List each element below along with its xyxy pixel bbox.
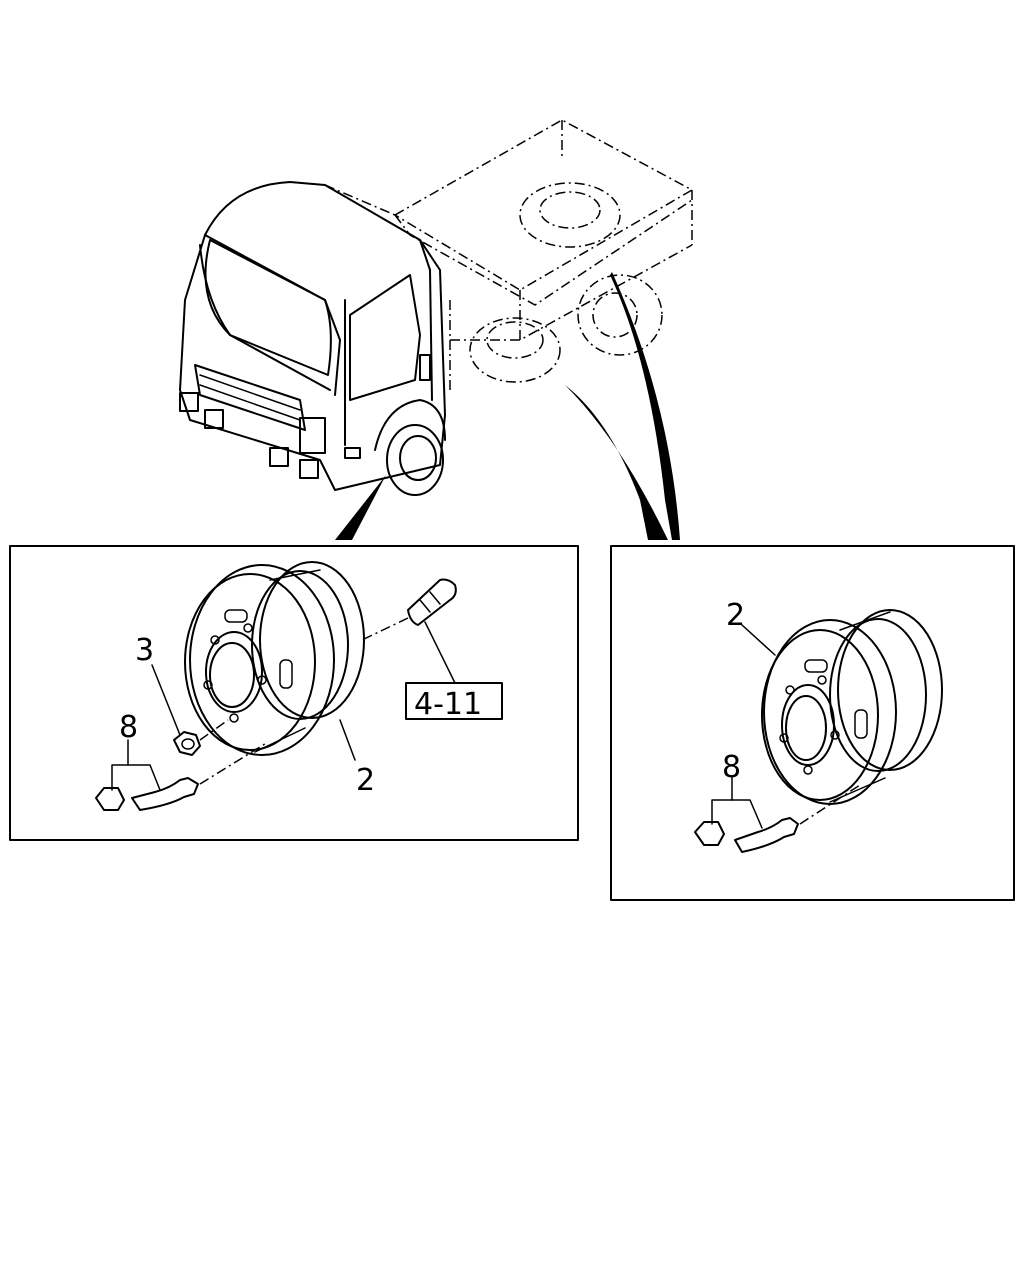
reference-box [405,682,503,720]
rear-wheel-rim [761,609,943,805]
rear-wheel-detail-box: 2 8 [610,545,1015,901]
pointer-arrows [335,272,680,540]
truck-cab [179,181,446,491]
wheel-nut [151,664,229,756]
callout-2: 2 [356,763,375,798]
front-wheel-rim [184,561,365,756]
callout-8-right: 8 [722,750,741,785]
front-wheel [374,399,446,496]
front-wheel-detail-box: 3 8 2 4-11 [9,545,579,841]
reference-4-11[interactable]: 4-11 [414,687,482,722]
callout-2-right: 2 [726,598,745,633]
spare-tire [519,182,621,248]
truck-illustration [179,119,694,540]
callout-3: 3 [135,633,154,668]
cargo-bed [324,119,694,390]
callout-8: 8 [119,710,138,745]
hub-bolt [361,578,457,684]
valve-stem [95,739,269,811]
rear-wheels [469,274,663,383]
rear-valve-stem [694,777,861,853]
